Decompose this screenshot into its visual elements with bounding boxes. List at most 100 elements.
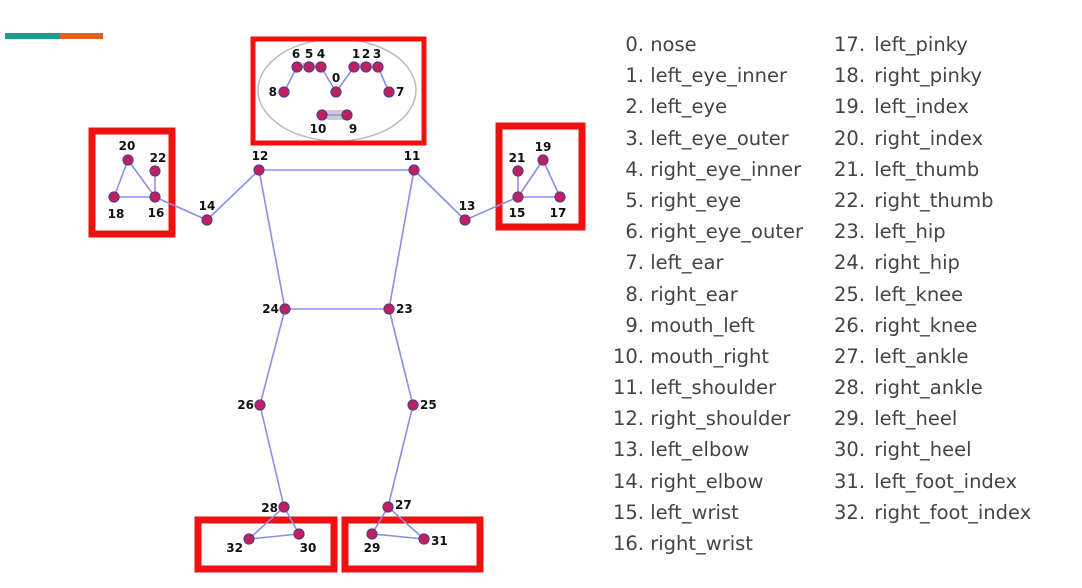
legend-item: 3. left_eye_outer: [604, 127, 803, 158]
landmark-point-left-heel: [366, 528, 378, 540]
landmark-label-25: 25: [420, 398, 437, 412]
accent-bar: [5, 33, 103, 39]
legend-item: 21. left_thumb: [834, 158, 1031, 189]
legend-item-number: 5.: [625, 188, 644, 212]
legend-item-name: left_eye_inner: [644, 64, 787, 88]
connection-11-13: [413, 169, 466, 221]
connection-12-24: [258, 169, 286, 310]
landmark-point-left-knee: [407, 399, 419, 411]
legend-item-name: left_ear: [644, 251, 724, 275]
legend-item-name: left_knee: [868, 282, 964, 306]
landmark-label-24: 24: [262, 302, 279, 316]
connection-26-28: [259, 404, 285, 508]
legend-item: 15. left_wrist: [604, 501, 803, 532]
landmark-point-right-ear: [278, 86, 290, 98]
legend-item-number: 24.: [834, 251, 866, 275]
landmark-label-10: 10: [310, 122, 327, 136]
landmark-label-21: 21: [509, 151, 526, 165]
legend-item-number: 22.: [834, 188, 866, 212]
legend-item-number: 8.: [625, 282, 644, 306]
legend-item-name: right_elbow: [644, 469, 764, 493]
legend-item-name: right_hip: [868, 251, 960, 275]
landmark-point-mouth-right: [316, 109, 328, 121]
legend-item-number: 15.: [612, 500, 644, 524]
legend-item-number: 17.: [834, 33, 866, 56]
legend-item-name: left_eye_outer: [644, 126, 789, 150]
landmark-label-0: 0: [332, 71, 340, 85]
accent-bar-teal: [5, 33, 60, 39]
legend-item-number: 30.: [834, 438, 866, 462]
legend-item-name: left_shoulder: [644, 376, 777, 400]
landmark-label-2: 2: [362, 47, 370, 61]
legend-item-name: right_ear: [644, 282, 738, 306]
legend-item-name: mouth_right: [644, 344, 770, 368]
landmark-label-12: 12: [252, 149, 269, 163]
legend-item-number: 23.: [834, 220, 866, 244]
landmark-point-right-heel: [293, 528, 305, 540]
legend-item: 7. left_ear: [604, 251, 803, 282]
connection-23-25: [388, 308, 414, 406]
landmark-label-14: 14: [199, 199, 216, 213]
landmark-point-right-eye-inner: [315, 61, 327, 73]
legend-item-number: 11.: [612, 376, 644, 400]
legend-item: 24. right_hip: [834, 251, 1031, 282]
landmark-point-right-ankle: [278, 501, 290, 513]
landmark-label-22: 22: [150, 151, 167, 165]
landmark-point-right-foot-index: [243, 533, 255, 545]
landmark-point-left-foot-index: [418, 533, 430, 545]
connection-15-19: [517, 159, 544, 198]
legend-item: 26. right_knee: [834, 314, 1031, 345]
legend-item-name: left_foot_index: [868, 469, 1018, 493]
landmark-label-17: 17: [550, 206, 567, 220]
legend-item-name: left_ankle: [868, 344, 969, 368]
legend-item-name: nose: [644, 33, 697, 56]
landmark-label-9: 9: [349, 122, 357, 136]
legend-item-name: left_pinky: [868, 33, 968, 56]
legend-item-number: 27.: [834, 344, 866, 368]
connection-14-16: [154, 196, 208, 221]
landmark-label-3: 3: [373, 47, 381, 61]
connection-12-14: [206, 169, 260, 221]
legend-item-name: left_heel: [868, 407, 958, 431]
legend-item: 9. mouth_left: [604, 314, 803, 345]
legend-item: 16. right_wrist: [604, 532, 803, 563]
landmark-label-11: 11: [404, 149, 421, 163]
connection-16-20: [127, 159, 156, 198]
landmark-point-left-thumb: [512, 165, 524, 177]
landmark-point-left-ankle: [382, 501, 394, 513]
connection-27-31: [387, 506, 425, 540]
connection-30-32: [248, 533, 300, 540]
legend-item: 20. right_index: [834, 127, 1031, 158]
legend-item-number: 21.: [834, 157, 866, 181]
landmark-label-7: 7: [396, 85, 404, 99]
landmark-label-15: 15: [509, 206, 526, 220]
legend-item: 18. right_pinky: [834, 64, 1031, 95]
legend-item: 2. left_eye: [604, 95, 803, 126]
landmark-point-right-eye: [303, 61, 315, 73]
legend-item-name: right_ankle: [868, 376, 983, 400]
legend-item-number: 7.: [625, 251, 644, 275]
landmark-label-28: 28: [261, 501, 278, 515]
legend-item-number: 2.: [625, 95, 644, 119]
legend-item: 29. left_heel: [834, 407, 1031, 438]
legend-item: 31. left_foot_index: [834, 470, 1031, 501]
connection-17-19: [542, 159, 561, 198]
legend-item: 5. right_eye: [604, 189, 803, 220]
connection-28-32: [248, 506, 285, 540]
legend-item: 12. right_shoulder: [604, 407, 803, 438]
legend-item: 32. right_foot_index: [834, 501, 1031, 532]
legend-item: 8. right_ear: [604, 283, 803, 314]
landmark-label-18: 18: [108, 207, 125, 221]
landmark-point-right-index: [122, 154, 134, 166]
landmark-point-left-hip: [383, 303, 395, 315]
legend-item: 27. left_ankle: [834, 345, 1031, 376]
legend-item-number: 25.: [834, 282, 866, 306]
landmark-point-right-thumb: [149, 165, 161, 177]
landmark-point-left-index: [537, 154, 549, 166]
landmark-point-left-wrist: [512, 191, 524, 203]
landmark-label-32: 32: [226, 541, 243, 555]
landmark-point-left-eye-inner: [348, 61, 360, 73]
legend-item: 30. right_heel: [834, 438, 1031, 469]
connection-11-23: [388, 169, 415, 310]
